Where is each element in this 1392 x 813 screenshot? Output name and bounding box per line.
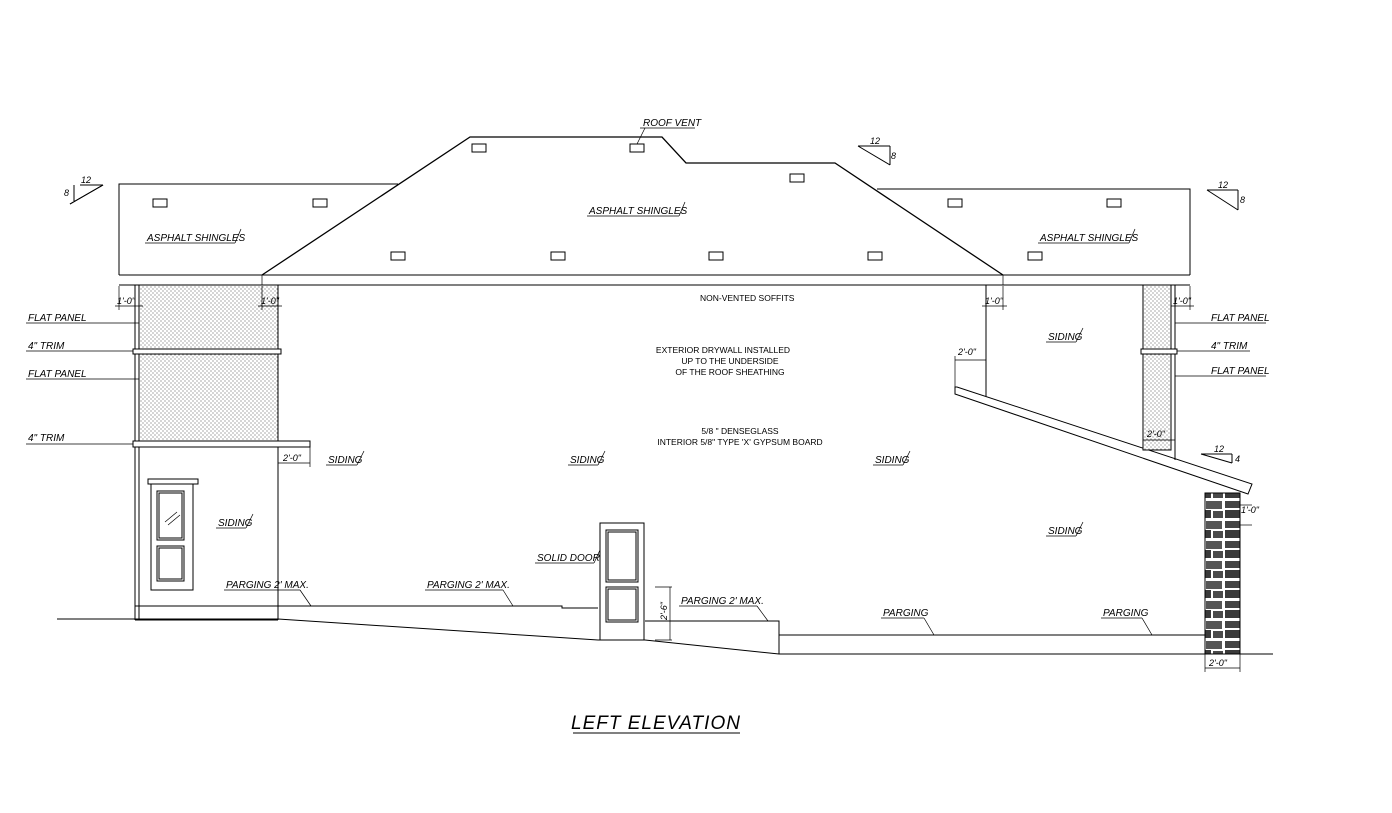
label-parging-2: PARGING 2' MAX. <box>427 580 510 591</box>
label-siding-3: SIDING <box>875 455 910 466</box>
slope-left-rise: 8 <box>64 188 69 198</box>
label-siding-1: SIDING <box>328 455 363 466</box>
label-flat-panel-left-2: FLAT PANEL <box>28 369 87 380</box>
slope-center-run: 12 <box>870 136 880 146</box>
slope-right-run: 12 <box>1218 180 1228 190</box>
label-parging-5: PARGING <box>1103 608 1149 619</box>
roof-vent-icon <box>629 143 645 153</box>
roof-vent-icon <box>867 251 883 261</box>
slope-canopy-run: 12 <box>1214 444 1224 454</box>
main-wall <box>57 285 1273 655</box>
label-solid-door: SOLID DOOR <box>537 553 600 564</box>
dim-1-0-d: 1'-0" <box>1173 296 1192 306</box>
roof-vent-icon <box>1106 198 1122 208</box>
right-tower <box>1140 284 1178 460</box>
label-asphalt-center: ASPHALT SHINGLES <box>588 206 688 217</box>
label-non-vented-soffits: NON-VENTED SOFFITS <box>700 293 795 303</box>
annotations: ROOF VENT ASPHALT SHINGLES ASPHALT SHING… <box>28 118 1270 734</box>
roof-vent-icon <box>1027 251 1043 261</box>
label-parging-4: PARGING <box>883 608 929 619</box>
dim-2-0-d: 2'-0" <box>1208 658 1228 668</box>
dimension-lines <box>115 286 1252 669</box>
roof-vent-icon <box>947 198 963 208</box>
note-drywall-line-2: UP TO THE UNDERSIDE <box>681 356 778 366</box>
label-flat-panel-right-1: FLAT PANEL <box>1211 313 1270 324</box>
roof-vent-icon <box>312 198 328 208</box>
label-siding-4: SIDING <box>218 518 253 529</box>
label-flat-panel-left-1: FLAT PANEL <box>28 313 87 324</box>
roof-vent-icon <box>390 251 406 261</box>
dim-1-0-e: 1'-0" <box>1241 505 1260 515</box>
slope-symbols <box>69 145 1239 464</box>
drawing-title: LEFT ELEVATION <box>571 713 741 734</box>
dim-2-0-c: 2'-0" <box>1146 429 1166 439</box>
label-siding-6: SIDING <box>1048 526 1083 537</box>
dim-1-0-b: 1'-0" <box>261 296 280 306</box>
dim-2-0-b: 2'-0" <box>282 453 302 463</box>
note-drywall-line-3: OF THE ROOF SHEATHING <box>675 367 784 377</box>
roof <box>118 136 1191 286</box>
label-siding-5: SIDING <box>1048 332 1083 343</box>
roof-vent-icon <box>152 198 168 208</box>
roof-vent-icon <box>708 251 724 261</box>
label-trim-left-2: 4" TRIM <box>28 433 65 444</box>
roof-vents <box>152 143 1122 261</box>
slope-left-run: 12 <box>81 175 91 185</box>
note-denseglass-line-2: INTERIOR 5/8" TYPE 'X' GYPSUM BOARD <box>657 437 822 447</box>
dim-2-6: 2'-6" <box>659 601 669 621</box>
left-tower <box>132 284 311 621</box>
label-trim-left-1: 4" TRIM <box>28 341 65 352</box>
label-siding-2: SIDING <box>570 455 605 466</box>
slope-canopy-rise: 4 <box>1235 454 1240 464</box>
dim-1-0-c: 1'-0" <box>985 296 1004 306</box>
roof-vent-icon <box>789 173 805 183</box>
note-denseglass-line-1: 5/8 " DENSEGLASS <box>701 426 779 436</box>
label-asphalt-right: ASPHALT SHINGLES <box>1039 233 1139 244</box>
dim-2-0-a: 2'-0" <box>957 347 977 357</box>
label-asphalt-left: ASPHALT SHINGLES <box>146 233 246 244</box>
roof-vent-icon <box>471 143 487 153</box>
note-drywall-line-1: EXTERIOR DRYWALL INSTALLED <box>656 345 790 355</box>
slope-right-rise: 8 <box>1240 195 1245 205</box>
stone-column <box>1204 492 1241 672</box>
label-parging-1: PARGING 2' MAX. <box>226 580 309 591</box>
slope-center-rise: 8 <box>891 151 896 161</box>
label-trim-right-1: 4" TRIM <box>1211 341 1248 352</box>
dim-1-0-a: 1'-0" <box>117 296 136 306</box>
leaders <box>26 127 1266 636</box>
label-flat-panel-right-2: FLAT PANEL <box>1211 366 1270 377</box>
roof-vent-icon <box>550 251 566 261</box>
label-parging-3: PARGING 2' MAX. <box>681 596 764 607</box>
label-roof-vent: ROOF VENT <box>643 118 702 129</box>
